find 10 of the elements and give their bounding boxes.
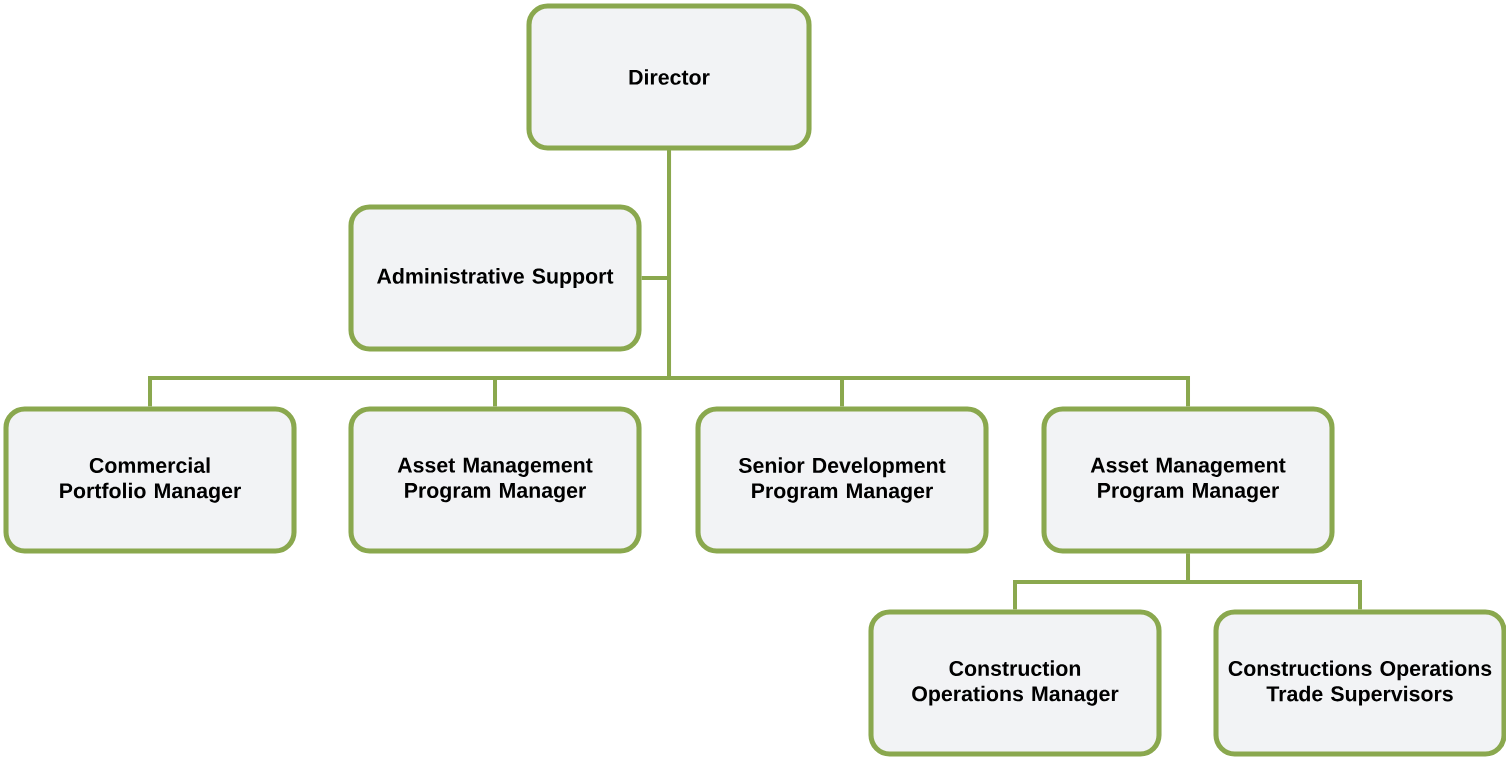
org-box: Senior Development Program Manager bbox=[695, 406, 989, 554]
org-box: Asset Management Program Manager bbox=[1041, 406, 1335, 554]
org-box: Director bbox=[526, 3, 812, 151]
connector-line bbox=[667, 150, 1190, 407]
org-box: Administrative Support bbox=[348, 204, 642, 352]
org-box: Construction Operations Manager bbox=[868, 609, 1162, 757]
org-box: Commercial Portfolio Manager bbox=[3, 406, 297, 554]
org-box: Asset Management Program Manager bbox=[348, 406, 642, 554]
org-box: Constructions Operations Trade Supervisors bbox=[1213, 609, 1506, 757]
connector-line bbox=[1186, 553, 1362, 610]
